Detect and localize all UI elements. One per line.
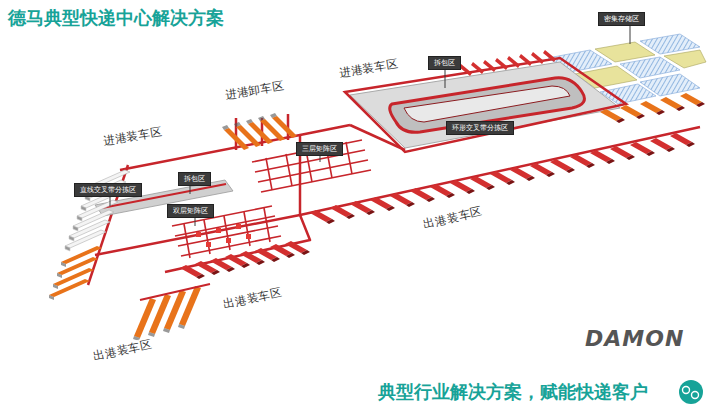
callout-box: 三层矩阵区 (296, 142, 343, 156)
callout-box: 环形交叉带分拣区 (446, 121, 514, 135)
page-title: 德马典型快递中心解决方案 (8, 6, 224, 30)
callout-box: 密集存储区 (598, 12, 645, 26)
zone-label: 出港装车区 (90, 337, 156, 365)
callout-text: 密集存储区 (604, 15, 639, 23)
zone-label: 进港装车区 (336, 56, 402, 81)
zone-label: 出港装车区 (220, 285, 286, 313)
callout-text: 拆包区 (184, 175, 205, 183)
zone-label: 进港装车区 (100, 124, 166, 149)
zone-label: 进港卸车区 (222, 78, 288, 103)
page-caption: 典型行业解决方案，赋能快递客户 (378, 380, 648, 404)
callout-box: 直线交叉带分拣区 (74, 183, 142, 197)
callout-box: 拆包区 (428, 56, 461, 70)
callout-text: 拆包区 (434, 59, 455, 67)
zone-label: 出港装车区 (420, 204, 486, 233)
callout-text: 直线交叉带分拣区 (80, 186, 136, 194)
callout-text: 双层矩阵区 (173, 207, 208, 215)
callout-text: 三层矩阵区 (302, 145, 337, 153)
brand-logo: DAMON (585, 326, 684, 351)
callout-text: 环形交叉带分拣区 (452, 124, 508, 132)
callout-box: 双层矩阵区 (167, 204, 214, 218)
callout-box: 拆包区 (178, 172, 211, 186)
